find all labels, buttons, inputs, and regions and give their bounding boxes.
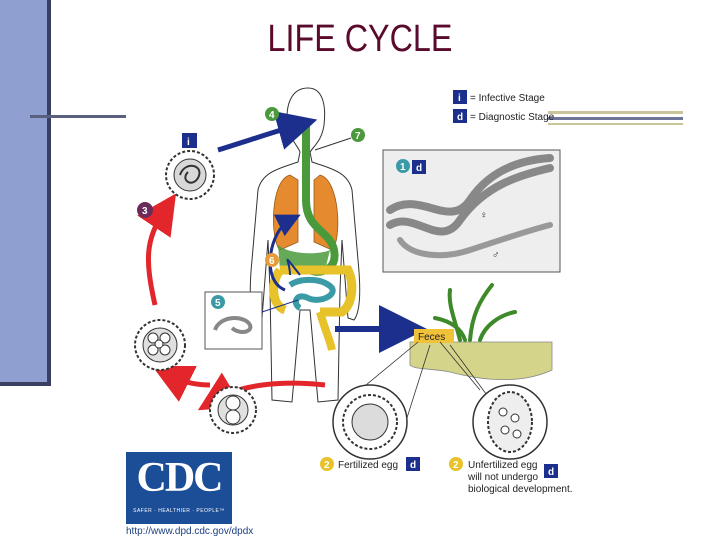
ingestion-arrow [217,111,318,153]
stage-badge-7: 7 [351,128,365,142]
male-symbol: ♂ [492,250,500,261]
life-cycle-diagram: ♀ ♂ Feces [134,87,573,495]
unfertilized-egg [472,384,548,460]
svg-text:2: 2 [324,460,330,471]
zoom-line [359,341,521,441]
feces-label-box [414,329,454,343]
cdc-logo-text: CDC [136,455,224,501]
svg-text:Unfertilized egg: Unfertilized egg [468,460,537,471]
stage-badge-5: 5 [211,295,225,309]
legend-infective-badge [453,90,467,104]
legend-infective-label: = Infective Stage [470,93,545,104]
small-intestine [288,276,336,311]
cdc-logo-tagline: SAFER · HEALTHIER · PEOPLE™ [133,508,225,514]
pointer-line [261,299,299,313]
svg-text:2: 2 [453,460,459,471]
svg-text:3: 3 [142,206,148,217]
decorative-rule-right [548,111,683,114]
left-accent-bar-shadow [47,0,51,385]
egg-twocell [209,386,257,434]
legend: i = Infective Stage d = Diagnostic Stage [453,90,555,123]
rectum [316,310,336,351]
svg-text:4: 4 [269,110,275,121]
pointer-line [314,137,352,151]
larva [213,316,253,334]
legend-diagnostic-label: = Diagnostic Stage [470,112,555,123]
decorative-rule-left [30,115,126,118]
cycle-arrow [137,193,177,306]
svg-text:6: 6 [269,256,275,267]
stage-badge-i: i [182,133,197,148]
left-accent-bar [0,0,47,385]
soil [409,283,553,381]
egg-multicell [134,319,186,371]
egg-infective [165,150,215,200]
svg-text:7: 7 [355,131,361,142]
female-symbol: ♀ [480,210,488,221]
svg-text:d: d [548,467,554,478]
female-worm [386,154,554,236]
feces-label: Feces [418,332,445,343]
stage-badge-3: 3 [137,202,153,218]
fertilized-caption: 2 Fertilized egg d [320,457,420,471]
svg-text:d: d [416,163,422,174]
svg-text:Fertilized egg: Fertilized egg [338,460,398,471]
slide-title: LIFE CYCLE [267,18,453,60]
legend-diagnostic-badge [453,109,467,123]
svg-text:1: 1 [400,162,406,173]
stage-badge-6: 6 [265,253,279,267]
svg-text:biological development.: biological development. [468,484,573,495]
source-url[interactable]: http://www.dpd.cdc.gov/dpdx [126,526,254,537]
svg-text:will not undergo: will not undergo [467,472,538,483]
unfertilized-caption: 2 Unfertilized egg will not undergo biol… [449,457,573,495]
cdc-logo [126,452,232,524]
svg-text:5: 5 [215,298,221,309]
decorative-rule-right [548,117,683,120]
fertilized-egg [332,384,408,460]
stage-badge-1: 1 d [396,159,426,174]
migration-arrow [286,259,301,276]
left-accent-bar-bottom [0,382,51,386]
svg-text:i: i [187,137,190,148]
stage-badge-4: 4 [265,107,279,121]
svg-text:i: i [458,93,461,104]
decorative-rule-right [548,123,683,125]
large-intestine [269,265,357,317]
svg-text:d: d [457,112,463,123]
svg-text:d: d [410,460,416,471]
male-worm [397,222,553,259]
cycle-arrow [152,366,211,402]
